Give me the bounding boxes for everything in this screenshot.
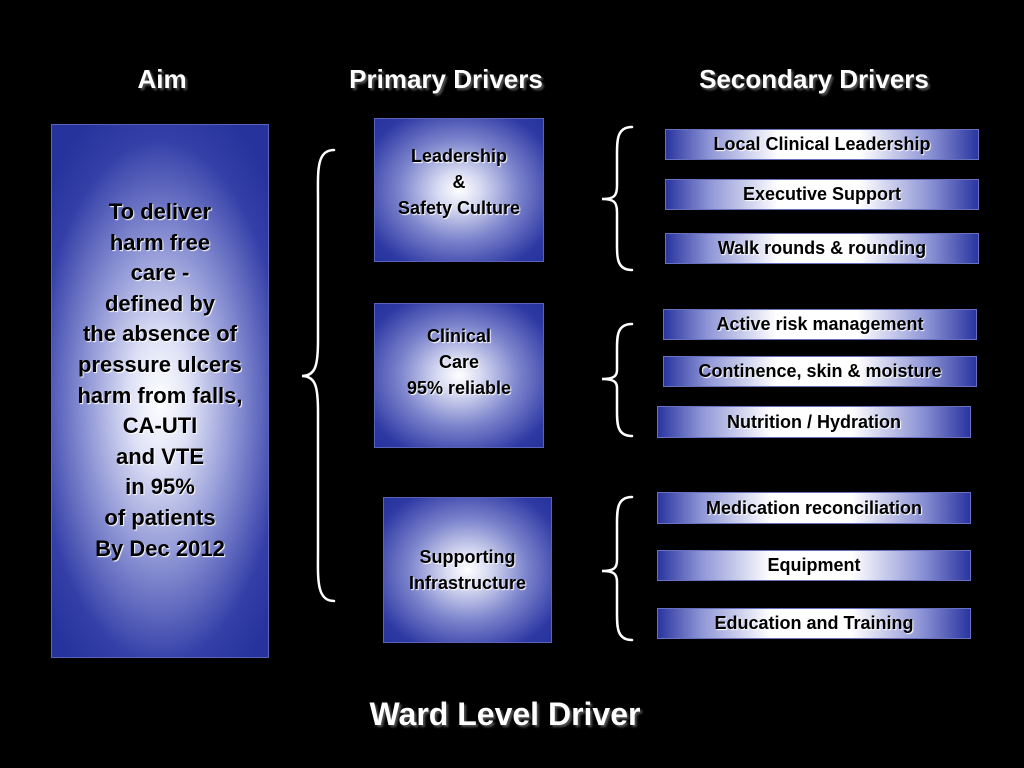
primary-drivers-heading: Primary Drivers <box>349 64 543 94</box>
secondary-driver-executive-support: Executive Support <box>665 179 979 210</box>
secondary-driver-local-clinical-leadership: Local Clinical Leadership <box>665 129 979 160</box>
primary-driver-label: Leadership & Safety Culture <box>397 146 521 218</box>
footer-title: Ward Level Driver <box>369 696 641 732</box>
secondary-driver-active-risk-management: Active risk management <box>663 309 977 340</box>
secondary-drivers-heading: Secondary Drivers <box>699 64 929 94</box>
primary-driver-supporting-infrastructure: Supporting Infrastructure <box>383 497 552 643</box>
brace-clinical-care <box>601 322 634 438</box>
secondary-driver-medication-reconciliation: Medication reconciliation <box>657 492 971 524</box>
secondary-driver-education-training: Education and Training <box>657 608 971 639</box>
primary-driver-clinical-care: Clinical Care 95% reliable <box>374 303 544 448</box>
aim-text: To deliver harm free care - defined by t… <box>77 199 243 561</box>
brace-infrastructure <box>601 495 634 642</box>
primary-driver-leadership: Leadership & Safety Culture <box>374 118 544 262</box>
brace-leadership <box>601 125 634 272</box>
secondary-driver-walk-rounds: Walk rounds & rounding <box>665 233 979 264</box>
secondary-driver-continence: Continence, skin & moisture <box>663 356 977 387</box>
primary-driver-label: Clinical Care 95% reliable <box>406 325 512 398</box>
aim-box: To deliver harm free care - defined by t… <box>51 124 269 658</box>
primary-driver-label: Supporting Infrastructure <box>408 547 527 593</box>
secondary-driver-equipment: Equipment <box>657 550 971 581</box>
secondary-driver-nutrition-hydration: Nutrition / Hydration <box>657 406 971 438</box>
aim-heading: Aim <box>137 64 187 94</box>
